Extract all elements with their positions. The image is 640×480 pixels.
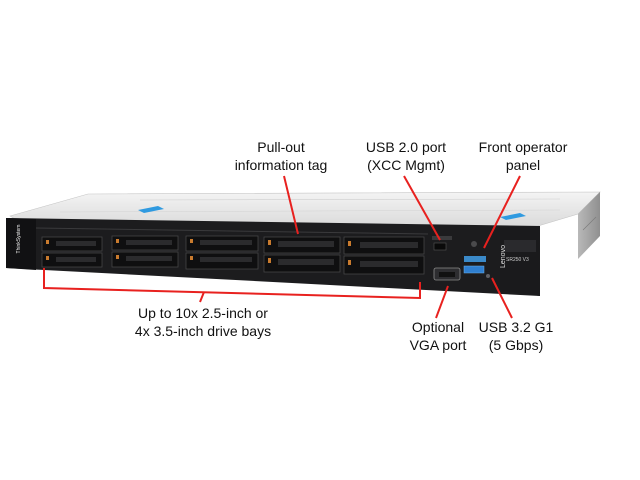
thinksystem-logo: ThinkSystem	[16, 224, 22, 254]
side-slot	[582, 216, 597, 231]
callout-usb32-port: USB 3.2 G1 (5 Gbps)	[470, 318, 562, 354]
drive-bay-3	[111, 235, 179, 251]
callout-lines	[43, 175, 521, 319]
callout-pullout-tag: Pull-out information tag	[226, 138, 336, 174]
drive-bay-10	[343, 255, 425, 275]
drive-bay-4	[111, 251, 179, 268]
callout-text: USB 2.0 port	[365, 139, 447, 155]
drive-bay-1	[41, 236, 103, 252]
front-rim	[35, 227, 429, 235]
callout-text: information tag	[234, 157, 328, 173]
callout-line-usb2	[403, 175, 441, 241]
drive-bay-5	[185, 235, 259, 252]
usb32-port[interactable]	[463, 265, 485, 274]
drive-bay-9	[343, 236, 425, 255]
callout-bracket-bays	[43, 268, 421, 300]
drive-bay-7	[263, 236, 341, 254]
callout-text: 4x 3.5-inch drive bays	[134, 323, 272, 339]
callout-vga-port: Optional VGA port	[396, 318, 480, 354]
chassis-side	[578, 192, 600, 259]
drive-bay-2	[41, 252, 103, 268]
operator-panel-lcd	[464, 256, 486, 262]
drive-bay-6	[185, 252, 259, 270]
callout-drive-bays: Up to 10x 2.5-inch or 4x 3.5-inch drive …	[118, 304, 288, 340]
drive-bay-8	[263, 254, 341, 273]
power-button-icon[interactable]	[471, 241, 477, 247]
usb20-port[interactable]	[433, 242, 447, 251]
rack-ear-vent	[504, 240, 536, 252]
drive-bays	[41, 235, 425, 275]
callout-line-usb32	[491, 277, 513, 319]
callout-usb20-port: USB 2.0 port (XCC Mgmt)	[360, 138, 452, 174]
callout-text: Front operator	[478, 139, 568, 155]
callout-text: Pull-out	[257, 139, 305, 155]
chassis-seam	[139, 198, 561, 201]
status-led-icon	[486, 274, 490, 278]
pullout-tag[interactable]	[432, 236, 452, 240]
callout-text: panel	[505, 157, 541, 173]
callout-line-bays	[199, 291, 205, 303]
model-badge: SR250 V3	[506, 257, 529, 263]
callout-front-operator-panel: Front operator panel	[468, 138, 578, 174]
callout-text: (5 Gbps)	[488, 337, 544, 353]
callout-text: Optional	[411, 319, 465, 335]
blue-label	[500, 213, 526, 220]
callout-line-frontop	[483, 175, 521, 249]
callout-text: (XCC Mgmt)	[367, 157, 445, 173]
drive-latches	[46, 239, 351, 265]
left-rack-ear	[6, 218, 36, 270]
callout-line-pullout	[283, 175, 299, 235]
callout-text: USB 3.2 G1	[478, 319, 554, 335]
callout-text: Up to 10x 2.5-inch or	[138, 305, 268, 321]
vga-pins	[439, 272, 455, 277]
callout-text: VGA port	[409, 337, 467, 353]
blue-label	[138, 206, 164, 213]
callout-line-vga	[435, 285, 449, 319]
